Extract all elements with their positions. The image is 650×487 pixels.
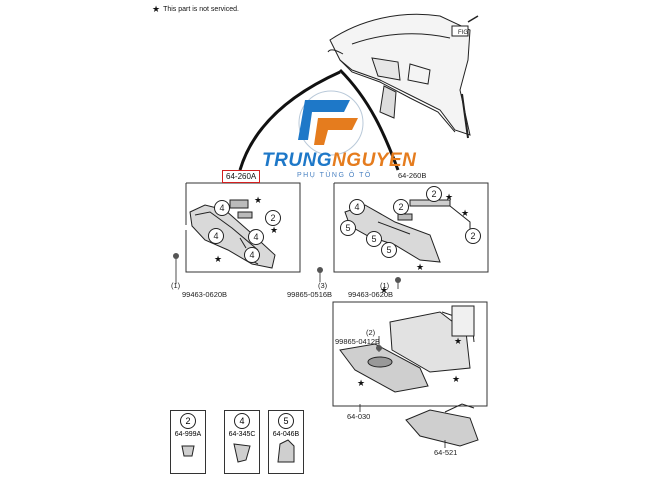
part-drawing-521 <box>405 403 479 447</box>
group-box-260B <box>333 182 489 273</box>
callout-2[interactable]: 2 <box>393 199 409 215</box>
logo-mark <box>298 90 364 156</box>
qty-right: (1) <box>380 281 390 290</box>
svg-text:★: ★ <box>461 209 469 219</box>
fig-icon <box>451 15 479 37</box>
callout-4[interactable]: 4 <box>208 228 224 244</box>
brand-name-a: TRUNG <box>262 150 333 171</box>
part-64-260A-highlight[interactable]: 64-260A <box>222 170 261 183</box>
fig-label: FIG <box>458 30 468 36</box>
key-part: 64-345C <box>228 431 256 438</box>
legend-note-text: This part is not serviced. <box>163 6 239 13</box>
svg-text:★: ★ <box>416 263 424 273</box>
svg-text:★: ★ <box>214 255 222 265</box>
svg-text:★: ★ <box>270 226 278 236</box>
svg-text:★: ★ <box>357 379 365 389</box>
callout-4[interactable]: 4 <box>244 247 260 263</box>
callout-4[interactable]: 4 <box>214 200 230 216</box>
part-99463-0620B-left-label[interactable]: 99463-0620B <box>182 290 228 299</box>
svg-text:★: ★ <box>454 337 462 347</box>
callout-4[interactable]: 4 <box>248 229 264 245</box>
brand-tagline: PHỤ TÙNG Ô TÔ <box>297 172 372 179</box>
group-box-030 <box>332 301 488 407</box>
qty-mid: (3) <box>318 281 328 290</box>
key-part: 64-046B <box>272 431 300 438</box>
key-box-4: 4 64-345C <box>224 410 260 474</box>
part-99865-0412B-label[interactable]: 99865-0412B <box>335 337 381 346</box>
part-64-030-label[interactable]: 64-030 <box>347 412 371 421</box>
svg-text:★: ★ <box>380 286 388 296</box>
callout-5[interactable]: 5 <box>381 242 397 258</box>
part-drawing-260B <box>344 199 471 263</box>
star-markers: ★ ★ ★ ★ ★ ★ ★ ★ ★ ★ <box>214 193 469 389</box>
star-icon: ★ <box>152 4 161 14</box>
callout-5[interactable]: 5 <box>340 220 356 236</box>
brand-wordmark: TRUNGNGUYEN <box>262 150 416 172</box>
key-number: 4 <box>234 413 250 429</box>
group-box-260A <box>185 182 301 273</box>
legend-note: ★ This part is not serviced. <box>152 4 239 15</box>
brand-name-b: NGUYEN <box>332 150 417 171</box>
callout-2[interactable]: 2 <box>465 228 481 244</box>
callout-5[interactable]: 5 <box>366 231 382 247</box>
qty-left: (1) <box>171 281 181 290</box>
part-64-260B-label[interactable]: 64-260B <box>398 171 427 180</box>
key-number: 2 <box>180 413 196 429</box>
leader-curve-left <box>238 70 341 171</box>
key-box-5: 5 64-046B <box>268 410 304 474</box>
dashboard-drawing <box>327 13 471 139</box>
part-99463-0620B-right-label[interactable]: 99463-0620B <box>348 290 394 299</box>
key-number: 5 <box>278 413 294 429</box>
svg-text:★: ★ <box>452 375 460 385</box>
svg-text:★: ★ <box>254 196 262 206</box>
callout-4[interactable]: 4 <box>349 199 365 215</box>
qty-clip: (2) <box>366 328 376 337</box>
leader-curve-right <box>338 68 400 171</box>
callout-2[interactable]: 2 <box>426 186 442 202</box>
screw-icons <box>173 253 401 351</box>
key-part: 64-999A <box>174 431 202 438</box>
callout-2[interactable]: 2 <box>265 210 281 226</box>
key-box-2: 2 64-999A <box>170 410 206 474</box>
svg-text:★: ★ <box>445 193 453 203</box>
part-64-521-label[interactable]: 64-521 <box>434 448 458 457</box>
part-99865-0516B-label[interactable]: 99865-0516B <box>287 290 333 299</box>
part-drawing-030 <box>339 305 475 393</box>
